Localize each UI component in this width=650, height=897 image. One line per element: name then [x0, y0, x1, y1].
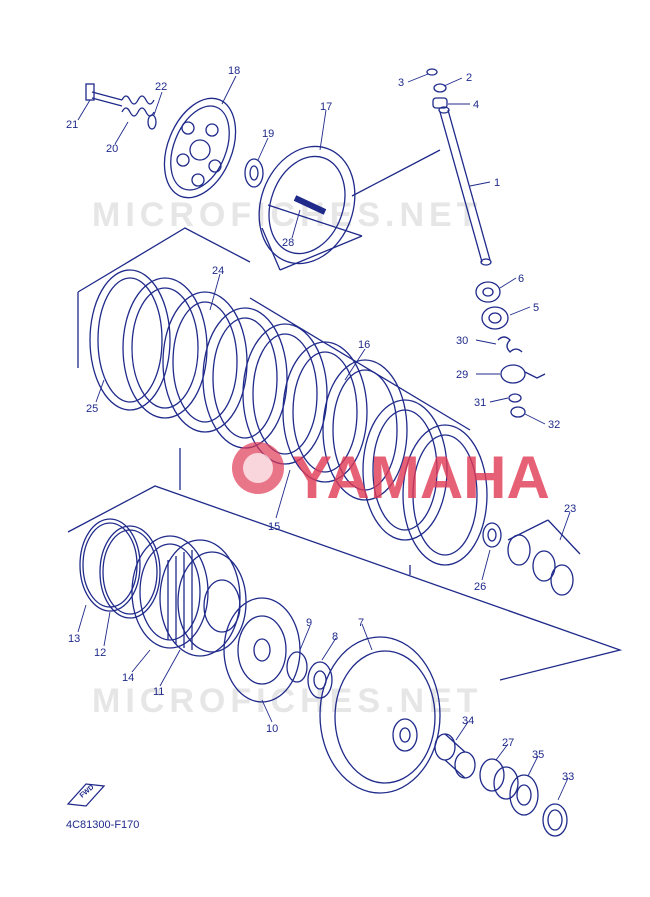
- callout-4: 4: [473, 99, 479, 111]
- callout-31: 31: [474, 397, 486, 409]
- callout-18: 18: [228, 65, 240, 77]
- callout-11: 11: [153, 686, 164, 698]
- push-rod-group: [351, 68, 492, 266]
- callout-16: 16: [358, 339, 370, 351]
- callout-33: 33: [562, 771, 574, 783]
- callout-6: 6: [518, 273, 524, 285]
- callout-26: 26: [474, 581, 486, 593]
- callout-30: 30: [456, 335, 468, 347]
- callout-34: 34: [462, 715, 474, 727]
- callout-5: 5: [533, 302, 539, 314]
- callout-28: 28: [282, 237, 294, 249]
- callout-10: 10: [266, 723, 278, 735]
- callout-2: 2: [466, 72, 472, 84]
- callout-24: 24: [212, 265, 224, 277]
- brand-text: YAMAHA: [292, 444, 550, 511]
- callout-35: 35: [532, 749, 544, 761]
- watermark-bottom: MICROFICHES.NET: [92, 682, 482, 720]
- callout-23: 23: [564, 503, 576, 515]
- callout-21: 21: [66, 119, 78, 131]
- callout-15: 15: [268, 521, 280, 533]
- callout-12: 12: [94, 647, 106, 659]
- leader-lines: [77, 73, 571, 801]
- watermark-top: MICROFICHES.NET: [92, 196, 482, 234]
- yamaha-logo: YAMAHA: [232, 442, 550, 511]
- clutch-housing: [319, 636, 441, 794]
- callout-13: 13: [68, 633, 80, 645]
- bearing-group: [434, 733, 568, 837]
- callout-14: 14: [122, 672, 134, 684]
- callout-17: 17: [320, 101, 332, 113]
- callout-27: 27: [502, 737, 514, 749]
- washer-9: [286, 651, 308, 683]
- callout-labels: 3 2 4 1 6 5 30 29 31 32 21 20 22 18 19 1…: [66, 65, 576, 783]
- push-plate-17: [258, 145, 363, 271]
- callout-19: 19: [262, 128, 274, 140]
- callout-3: 3: [398, 77, 404, 89]
- lower-bracket: [67, 485, 623, 681]
- callout-22: 22: [155, 81, 167, 93]
- fwd-arrow-icon: [66, 783, 106, 807]
- callout-8: 8: [332, 631, 338, 643]
- washer-8: [307, 661, 333, 699]
- clutch-boss: [159, 539, 247, 657]
- callout-7: 7: [358, 617, 364, 629]
- callout-25: 25: [86, 403, 98, 415]
- clutch-plate-stack: [77, 227, 488, 575]
- callout-20: 20: [106, 143, 118, 155]
- fwd-label: FWD: [79, 784, 96, 800]
- release-mechanism-group: [475, 281, 546, 418]
- circlips-group: [79, 518, 209, 649]
- diagram-code: 4C81300-F170: [66, 819, 139, 831]
- parts-23-26-group: [482, 519, 581, 596]
- callout-9: 9: [306, 617, 312, 629]
- callout-1: 1: [494, 177, 500, 189]
- callout-29: 29: [456, 369, 468, 381]
- callout-32: 32: [548, 419, 560, 431]
